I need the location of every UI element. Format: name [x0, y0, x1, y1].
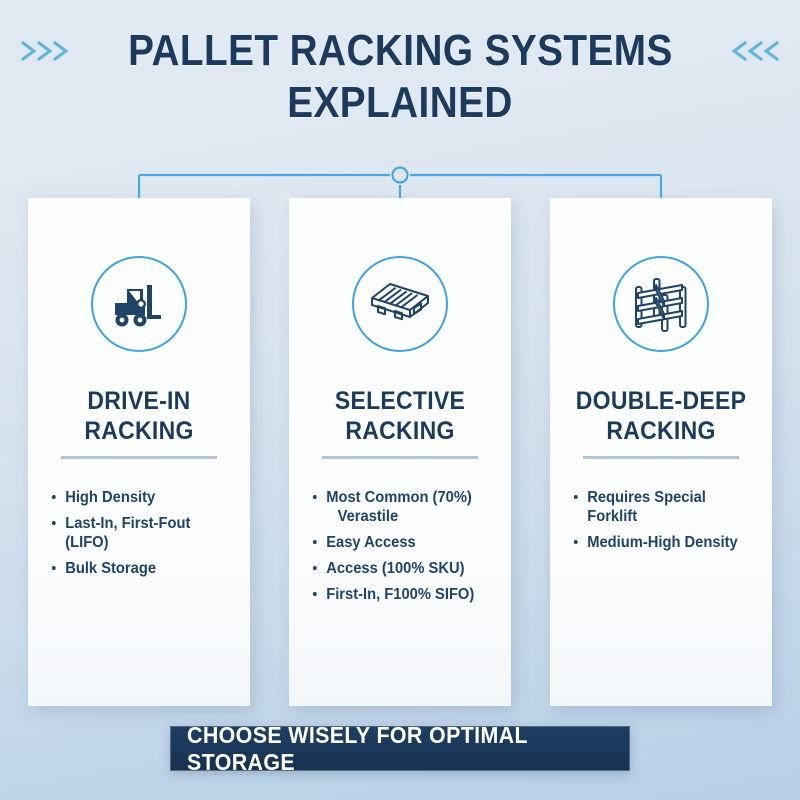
- bullet-dot: [51, 566, 56, 570]
- list-item: Most Common (70%) Verastile: [311, 488, 497, 526]
- card-divider: [322, 456, 478, 459]
- card-icon-wrap: [550, 256, 772, 352]
- bullet-dot: [573, 495, 578, 499]
- bullet-text: Bulk Storage: [65, 560, 157, 577]
- bullet-dot: [51, 495, 56, 499]
- bullet-text: High Density: [65, 489, 156, 506]
- card-title-line-1: DRIVE-IN: [87, 387, 191, 415]
- card-icon-wrap: [28, 256, 250, 352]
- list-item: First-In, F100% SIFO): [311, 585, 497, 604]
- card-title: DRIVE-IN RACKING: [37, 386, 241, 446]
- list-item: Bulk Storage: [50, 559, 236, 578]
- list-item: Medium-High Density: [572, 533, 758, 552]
- bullet-text: Last-In, First-Fout (LIFO): [65, 515, 191, 551]
- list-item: Access (100% SKU): [311, 559, 497, 578]
- list-item: Requires Special Forklift: [572, 488, 758, 526]
- bullet-dot: [312, 540, 317, 544]
- list-item: Easy Access: [311, 533, 497, 552]
- card-bullet-list: Requires Special Forklift Medium-High De…: [572, 488, 768, 559]
- card-divider: [583, 456, 739, 459]
- card-selective-racking[interactable]: SELECTIVE RACKING Most Common (70%) Vera…: [289, 198, 511, 706]
- icon-circle: [613, 256, 709, 352]
- list-item: Last-In, First-Fout (LIFO): [50, 514, 236, 552]
- bullet-text: Easy Access: [326, 534, 416, 551]
- card-title-line-2: RACKING: [606, 417, 716, 445]
- bullet-dot: [51, 521, 56, 525]
- card-bullet-list: Most Common (70%) Verastile Easy Access …: [311, 488, 507, 611]
- list-item: High Density: [50, 488, 236, 507]
- title-line-1: PALLET RACKING SYSTEMS: [127, 26, 673, 75]
- bullet-dot: [573, 540, 578, 544]
- card-title: DOUBLE-DEEP RACKING: [559, 386, 763, 446]
- bullet-text: Requires Special Forklift: [587, 489, 706, 525]
- racking-frame-icon: [630, 276, 692, 332]
- bullet-text: First-In, F100% SIFO): [326, 586, 475, 603]
- card-title-line-1: SELECTIVE: [334, 387, 466, 415]
- card-title: SELECTIVE RACKING: [298, 386, 502, 446]
- chevrons-left-icon: [725, 36, 781, 66]
- chevrons-right-icon: [19, 36, 75, 66]
- forklift-icon: [109, 277, 169, 331]
- card-bullet-list: High Density Last-In, First-Fout (LIFO) …: [50, 488, 246, 585]
- card-drive-in-racking[interactable]: DRIVE-IN RACKING High Density Last-In, F…: [28, 198, 250, 706]
- page-title: PALLET RACKING SYSTEMS EXPLAINED: [0, 26, 800, 128]
- card-title-line-1: DOUBLE-DEEP: [575, 387, 747, 415]
- card-divider: [61, 456, 217, 459]
- banner-text: CHOOSE WISELY FOR OPTIMAL STORAGE: [187, 721, 528, 775]
- bullet-subtext: Verastile: [337, 508, 399, 525]
- icon-circle: [352, 256, 448, 352]
- bullet-text: Medium-High Density: [587, 534, 738, 551]
- bullet-text: Access (100% SKU): [326, 560, 465, 577]
- bullet-dot: [312, 495, 317, 499]
- card-icon-wrap: [289, 256, 511, 352]
- icon-circle: [91, 256, 187, 352]
- bullet-dot: [312, 592, 317, 596]
- card-double-deep-racking[interactable]: DOUBLE-DEEP RACKING Requires Special For…: [550, 198, 772, 706]
- bullet-text: Most Common (70%): [326, 489, 472, 506]
- pallet-icon: [368, 278, 432, 330]
- connector-node-circle: [391, 166, 409, 184]
- card-title-line-2: RACKING: [345, 417, 455, 445]
- title-line-2: EXPLAINED: [287, 78, 513, 127]
- card-title-line-2: RACKING: [84, 417, 194, 445]
- bottom-banner: CHOOSE WISELY FOR OPTIMAL STORAGE: [170, 722, 630, 775]
- bullet-dot: [312, 566, 317, 570]
